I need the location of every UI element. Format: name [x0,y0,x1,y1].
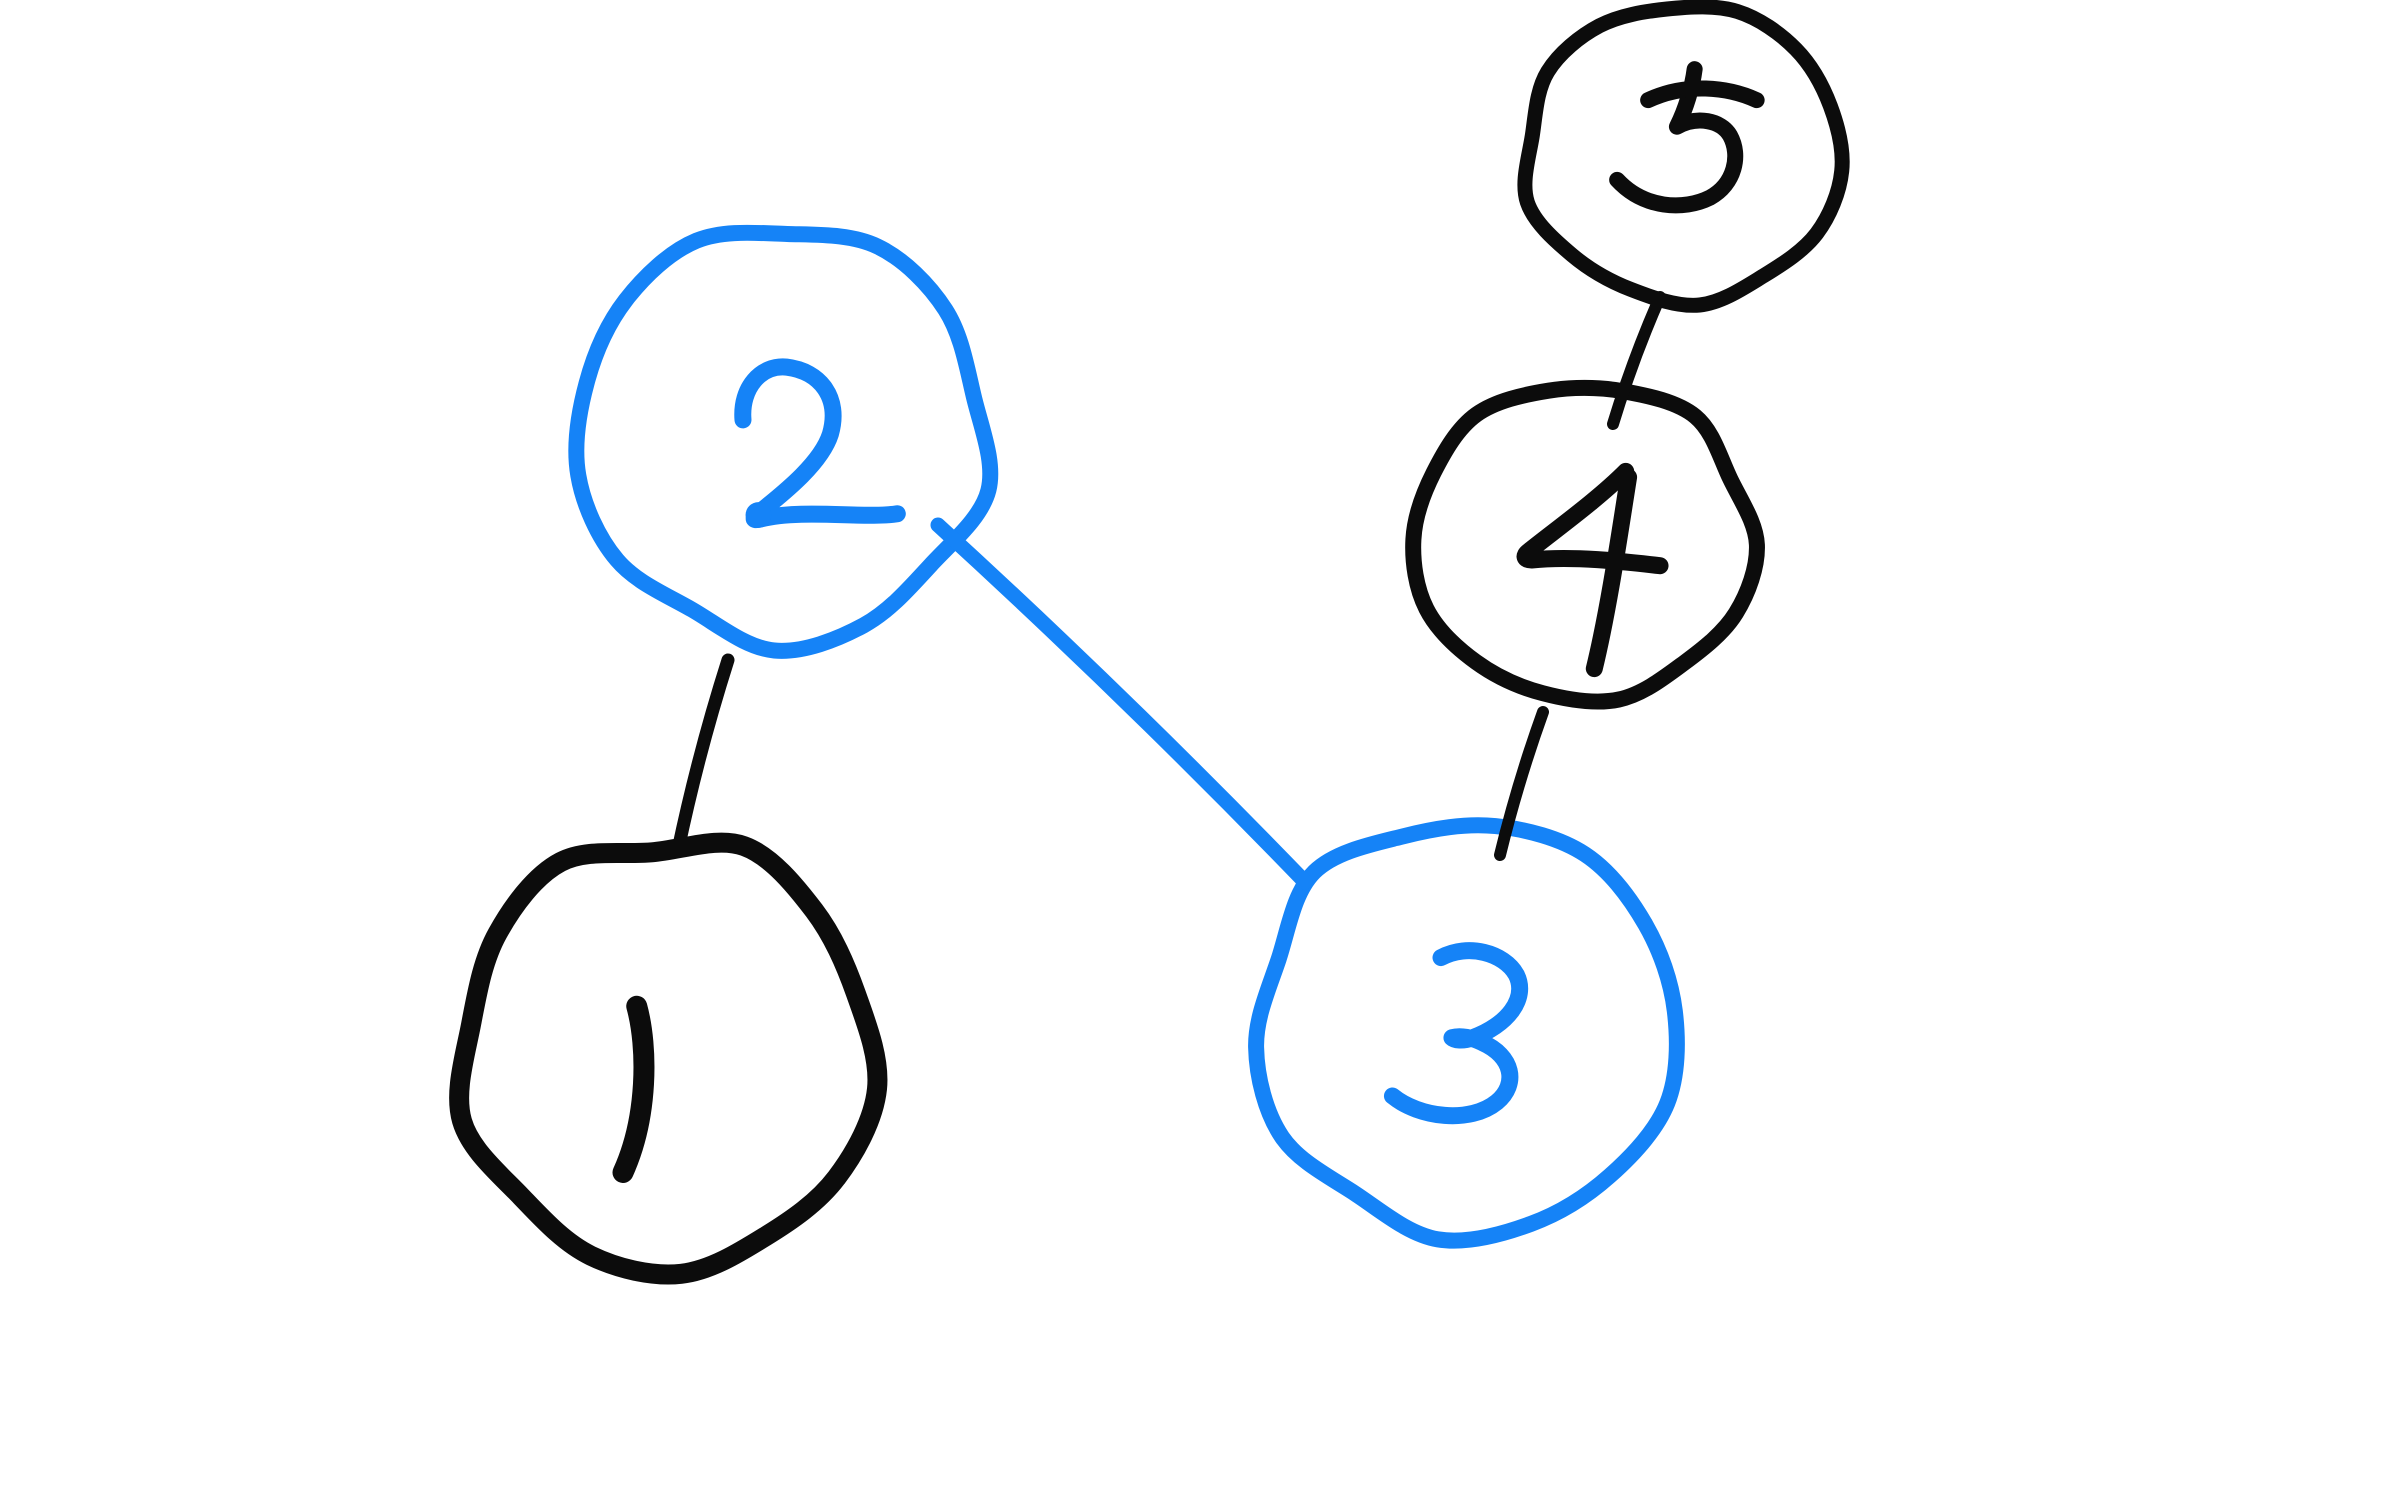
node-circles [449,0,1850,1285]
node-circle-1 [449,832,888,1285]
edge-2-3 [930,517,1313,890]
edge-2-1 [671,653,735,857]
node-label-3 [1383,942,1529,1125]
node-circle-5 [1517,0,1850,313]
digit-stroke [1640,80,1765,109]
node-label-5 [1609,61,1765,214]
digit-stroke [612,995,655,1183]
node-label-4 [1516,462,1669,678]
digit-stroke [1383,942,1529,1125]
edges [671,291,1666,890]
node-label-1 [612,995,655,1183]
digit-stroke [734,358,906,529]
edge-5-4 [1607,291,1666,430]
digit-stroke [1585,468,1638,678]
pen-pressure-dot [745,502,772,528]
node-circle-4 [1405,379,1765,710]
digit-stroke [1516,462,1669,575]
node-circle-3 [1248,817,1685,1249]
edge-4-3 [1494,706,1549,861]
node-labels [612,61,1765,1183]
node-label-2 [734,358,906,529]
digit-stroke [1609,61,1744,214]
node-circle-2 [568,224,999,659]
